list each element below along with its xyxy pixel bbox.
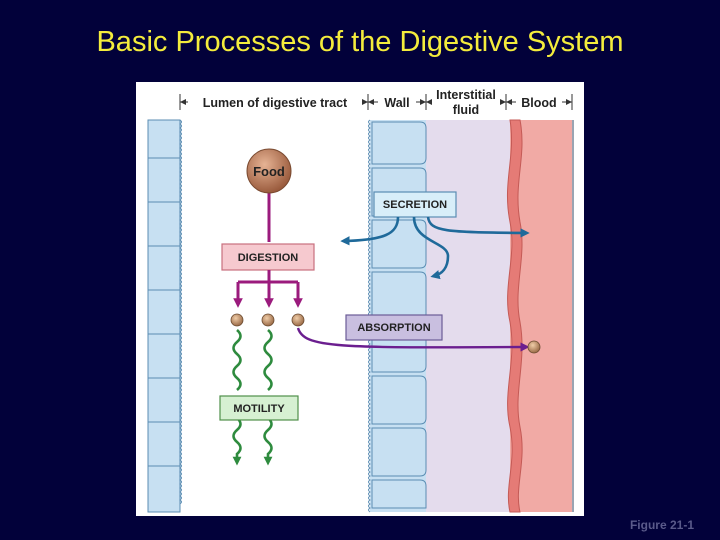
region-headers: Lumen of digestive tract Wall Interstiti… [179, 86, 573, 118]
blood-vessel-wall [507, 119, 523, 513]
nutrient-particle-icon [261, 313, 275, 327]
diagram-canvas: Lumen of digestive tract Wall Interstiti… [147, 86, 574, 513]
nutrient-particle-icon [230, 313, 244, 327]
motility-label: MOTILITY [233, 403, 285, 415]
digestion-arrows [233, 270, 303, 308]
lumen-label: Lumen of digestive tract [203, 96, 348, 110]
slide-title: Basic Processes of the Digestive System [96, 26, 624, 58]
nutrient-particles [230, 313, 305, 327]
absorption-label: ABSORPTION [357, 322, 430, 334]
secretion-label: SECRETION [383, 199, 447, 211]
food-icon [246, 148, 292, 194]
interstitial-label-line1: Interstitial [436, 88, 496, 102]
secretion-box [373, 191, 457, 218]
digestion-label: DIGESTION [238, 252, 299, 264]
secretion-arrows [340, 216, 530, 280]
motility-box [219, 395, 299, 421]
left-epithelium [147, 119, 182, 513]
digestion-box [221, 243, 315, 271]
nutrient-particle-icon [291, 313, 305, 327]
motility-arrows [232, 329, 273, 466]
absorption-arrow [296, 327, 530, 352]
figure-caption: Figure 21-1 [629, 518, 694, 532]
food-label: Food [253, 164, 285, 179]
wall-label: Wall [384, 96, 409, 110]
blood-label: Blood [521, 96, 556, 110]
interstitial-label-line2: fluid [453, 103, 479, 117]
absorbed-particle-icon [527, 340, 541, 354]
digestive-process-diagram: Lumen of digestive tract Wall Interstiti… [136, 82, 584, 516]
absorption-box [345, 314, 443, 341]
